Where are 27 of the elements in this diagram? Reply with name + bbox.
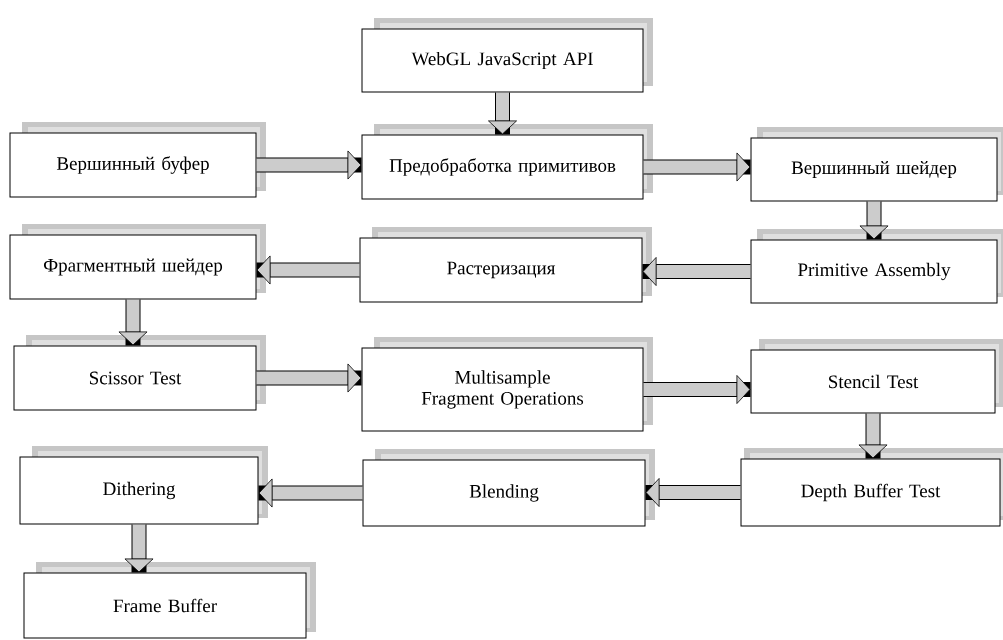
process-box: WebGL JavaScript API bbox=[361, 18, 653, 93]
block-arrow bbox=[642, 257, 751, 286]
block-arrow bbox=[256, 255, 360, 285]
block-arrow bbox=[118, 299, 148, 346]
block-arrow bbox=[645, 478, 741, 507]
process-box: Depth Buffer Test bbox=[740, 448, 1003, 527]
process-box: Primitive Assembly bbox=[750, 229, 1003, 304]
block-arrow bbox=[859, 201, 889, 240]
process-box: Frame Buffer bbox=[23, 562, 316, 639]
process-box: Scissor Test bbox=[13, 335, 266, 411]
process-box: Предобработка примитивов bbox=[361, 124, 653, 200]
process-box: Растеризация bbox=[359, 227, 652, 303]
block-arrow bbox=[643, 152, 751, 182]
process-box: Фрагментный шейдер bbox=[9, 224, 266, 300]
block-arrow bbox=[258, 478, 363, 508]
block-arrow bbox=[488, 92, 517, 135]
block-arrow bbox=[256, 150, 362, 180]
process-box: Blending bbox=[362, 449, 655, 527]
process-box: Stencil Test bbox=[750, 339, 1003, 414]
process-box: Вершинный буфер bbox=[9, 122, 266, 198]
block-arrow bbox=[124, 524, 154, 573]
process-box: Multisample Fragment Operations bbox=[361, 337, 653, 432]
block-arrow bbox=[858, 413, 888, 459]
process-box: Вершинный шейдер bbox=[750, 127, 1003, 202]
block-arrow bbox=[256, 363, 362, 393]
process-box: Dithering bbox=[19, 446, 268, 525]
block-arrow bbox=[643, 375, 751, 404]
